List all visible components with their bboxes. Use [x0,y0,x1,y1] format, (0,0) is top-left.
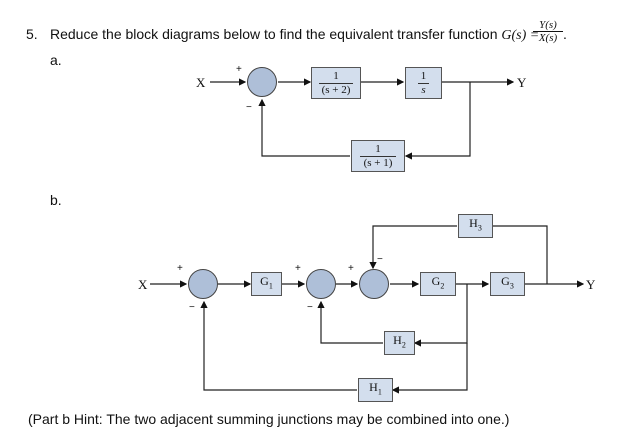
part-b-h2-label: H2 [393,333,406,350]
part-b-summing-junction-2 [306,269,336,299]
part-b-block-g2: G2 [420,272,456,296]
part-b-h3-label: H3 [469,216,482,233]
part-b-sj2-plus: + [295,263,301,274]
part-b-input-label: X [138,277,148,292]
part-a-input-label: X [196,75,206,90]
part-a-label: a. [50,52,62,68]
part-a-summing-junction [247,67,277,97]
formula-fraction: Y(s) X(s) [533,19,563,44]
formula-lhs: G(s) = [501,28,540,43]
part-a-block-2-den: s [421,83,426,96]
part-b-h1-label: H1 [369,380,382,397]
part-a-feedback-num: 1 [375,142,381,155]
part-a-block-2-num: 1 [420,69,427,82]
part-a-block-2: 1 s [405,67,442,99]
part-b-output-label: Y [586,277,596,292]
part-b-g1-label: G1 [260,274,273,291]
part-a-plus-sign: + [236,64,242,75]
part-a-block-1-num: 1 [333,69,339,82]
hint-text: (Part b Hint: The two adjacent summing j… [28,411,510,427]
part-b-summing-junction-1 [188,269,218,299]
part-b-summing-junction-3 [359,269,389,299]
part-b-g2-label: G2 [431,274,445,291]
part-b-sj2-minus: − [307,302,313,313]
part-b-label: b. [50,192,62,208]
part-a-block-1: 1 (s + 2) [311,67,361,99]
formula-denominator: X(s) [538,32,558,44]
part-b-sj1-plus: + [177,263,183,274]
part-a-output-label: Y [517,75,527,90]
part-b-block-h3: H3 [458,214,493,238]
part-a-feedback-den: (s + 1) [363,156,393,169]
part-b-block-h1: H1 [358,378,393,402]
part-a-feedback-block: 1 (s + 1) [351,140,405,172]
part-b-g3-label: G3 [501,274,514,291]
question-number: 5. [26,26,38,42]
question-prompt: Reduce the block diagrams below to find … [50,26,502,42]
part-b-block-g3: G3 [490,272,525,296]
part-b-block-h2: H2 [384,331,415,355]
part-a-block-1-den: (s + 2) [321,83,351,96]
part-b-block-g1: G1 [251,272,282,296]
part-b-sj3-minus: − [377,254,383,265]
formula-numerator: Y(s) [539,19,557,31]
part-a-minus-sign: − [246,102,252,113]
formula-period: . [563,26,567,42]
part-b-sj3-plus: + [348,263,354,274]
part-b-sj1-minus: − [189,302,195,313]
question-text: Reduce the block diagrams below to find … [50,26,539,44]
